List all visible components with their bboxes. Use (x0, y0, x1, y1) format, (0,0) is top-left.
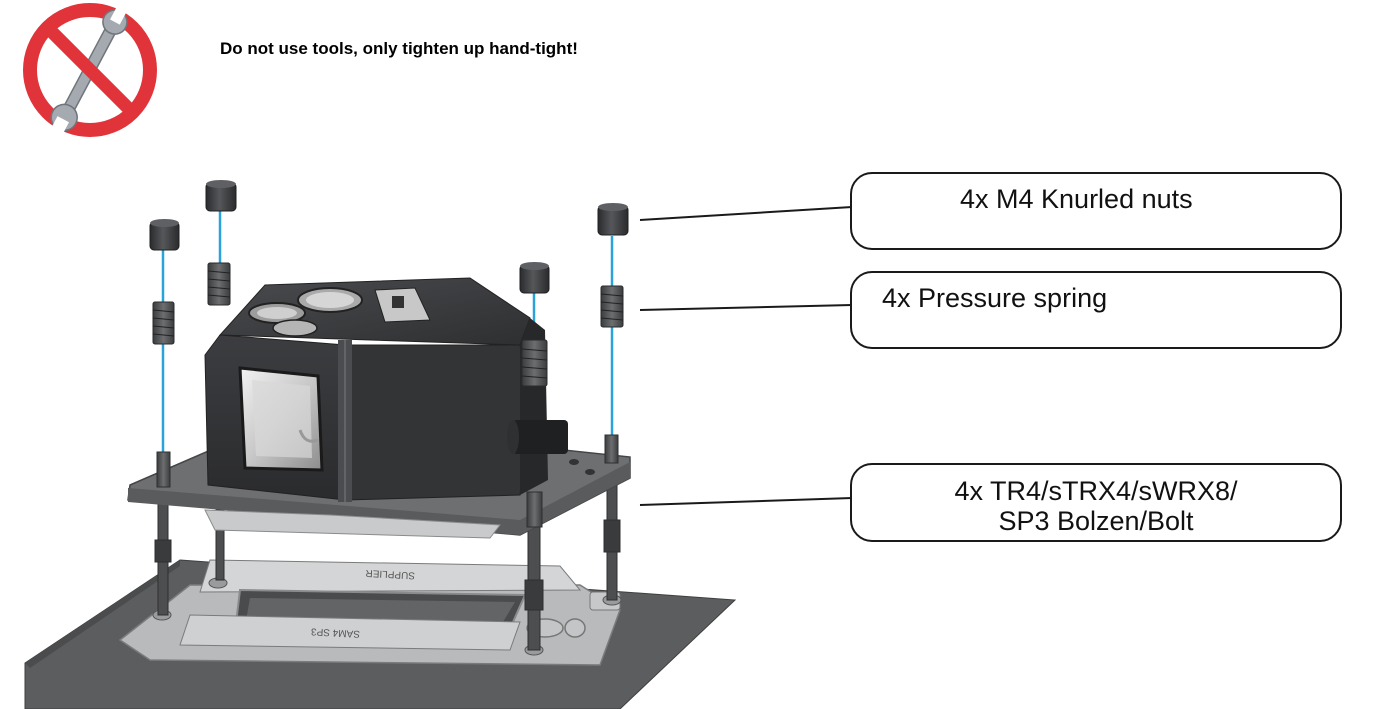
nut-icon (597, 203, 629, 236)
spring-icon (152, 301, 175, 345)
leader-lines (639, 206, 853, 506)
water-block (204, 277, 568, 502)
callout-knurled-nuts: 4x M4 Knurled nuts (850, 172, 1342, 250)
spring-icon (207, 262, 231, 306)
socket-frame: SUPPLIER SAM4 SP3 (118, 559, 622, 666)
callout-label-line1: 4x TR4/sTRX4/sWRX8/ (954, 476, 1238, 506)
callout-label: 4x M4 Knurled nuts (960, 184, 1193, 214)
knurled-nuts (149, 180, 629, 294)
no-tools-icon (23, 3, 157, 137)
spring-icon (521, 339, 548, 387)
pressure-springs (152, 262, 624, 387)
callout-label-line2: SP3 Bolzen/Bolt (998, 506, 1194, 536)
frame-label-socket: SAM4 SP3 (310, 625, 360, 639)
nut-icon (149, 219, 180, 251)
frame-label-supplier: SUPPLIER (365, 567, 415, 581)
nut-icon (519, 262, 550, 294)
nut-icon (205, 180, 237, 212)
plate-standoffs (156, 434, 619, 528)
warning-text: Do not use tools, only tighten up hand-t… (220, 39, 578, 58)
callout-label: 4x Pressure spring (882, 283, 1108, 313)
callout-pressure-spring: 4x Pressure spring (850, 271, 1342, 349)
bolt-shafts (154, 479, 621, 651)
callout-bolts: 4x TR4/sTRX4/sWRX8/ SP3 Bolzen/Bolt (850, 463, 1342, 542)
spring-icon (600, 285, 624, 328)
callout-label: 4x TR4/sTRX4/sWRX8/ SP3 Bolzen/Bolt (852, 476, 1340, 536)
